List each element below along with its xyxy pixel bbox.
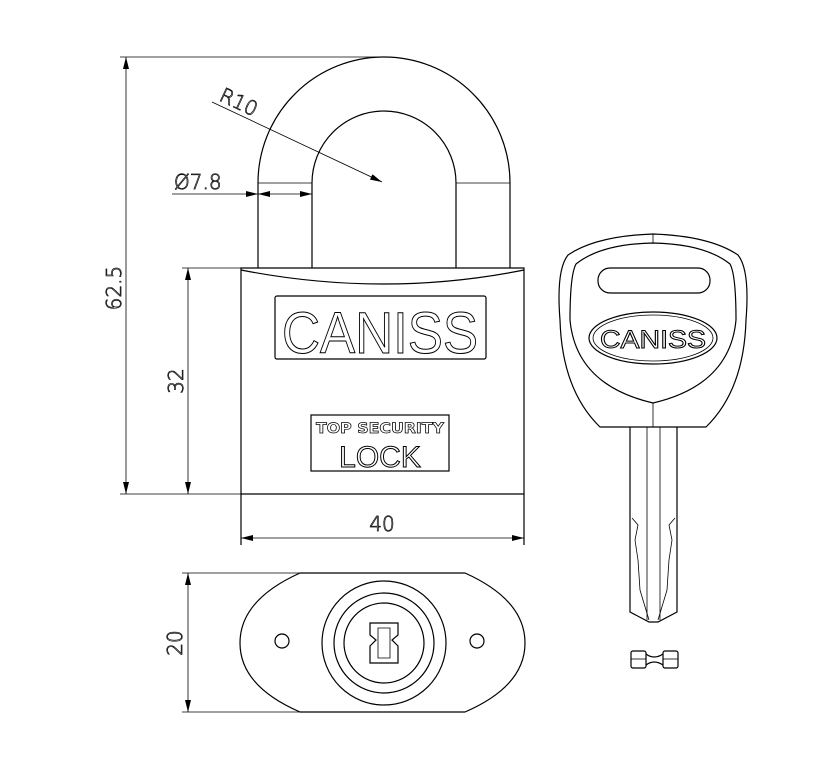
lock-body-bottom-view: 20 xyxy=(163,572,526,713)
shackle-radius-label: R10 xyxy=(216,83,262,121)
body-depth-label: 20 xyxy=(163,630,187,655)
key: CANISS xyxy=(558,233,748,669)
body-width-label: 40 xyxy=(369,512,394,536)
body-height-label: 32 xyxy=(164,368,188,393)
dimension-body-height: 32 xyxy=(164,267,241,494)
body-security-text: TOP SECURITY xyxy=(316,421,445,437)
body-lock-text: LOCK xyxy=(339,441,421,474)
dimension-overall-height: 62.5 xyxy=(102,56,384,495)
dimension-body-width: 40 xyxy=(241,512,524,541)
body-brand-text: CANISS xyxy=(282,301,478,366)
shackle-diameter-label: Ø7.8 xyxy=(174,170,222,194)
key-brand-text: CANISS xyxy=(600,326,706,354)
dimension-shackle-diameter: Ø7.8 xyxy=(172,170,312,197)
shackle xyxy=(257,56,511,268)
overall-height-label: 62.5 xyxy=(102,266,126,311)
key-pin xyxy=(630,650,679,669)
lock-body-front: CANISS TOP SECURITY LOCK xyxy=(240,267,525,545)
dimension-shackle-radius: R10 xyxy=(211,82,383,183)
